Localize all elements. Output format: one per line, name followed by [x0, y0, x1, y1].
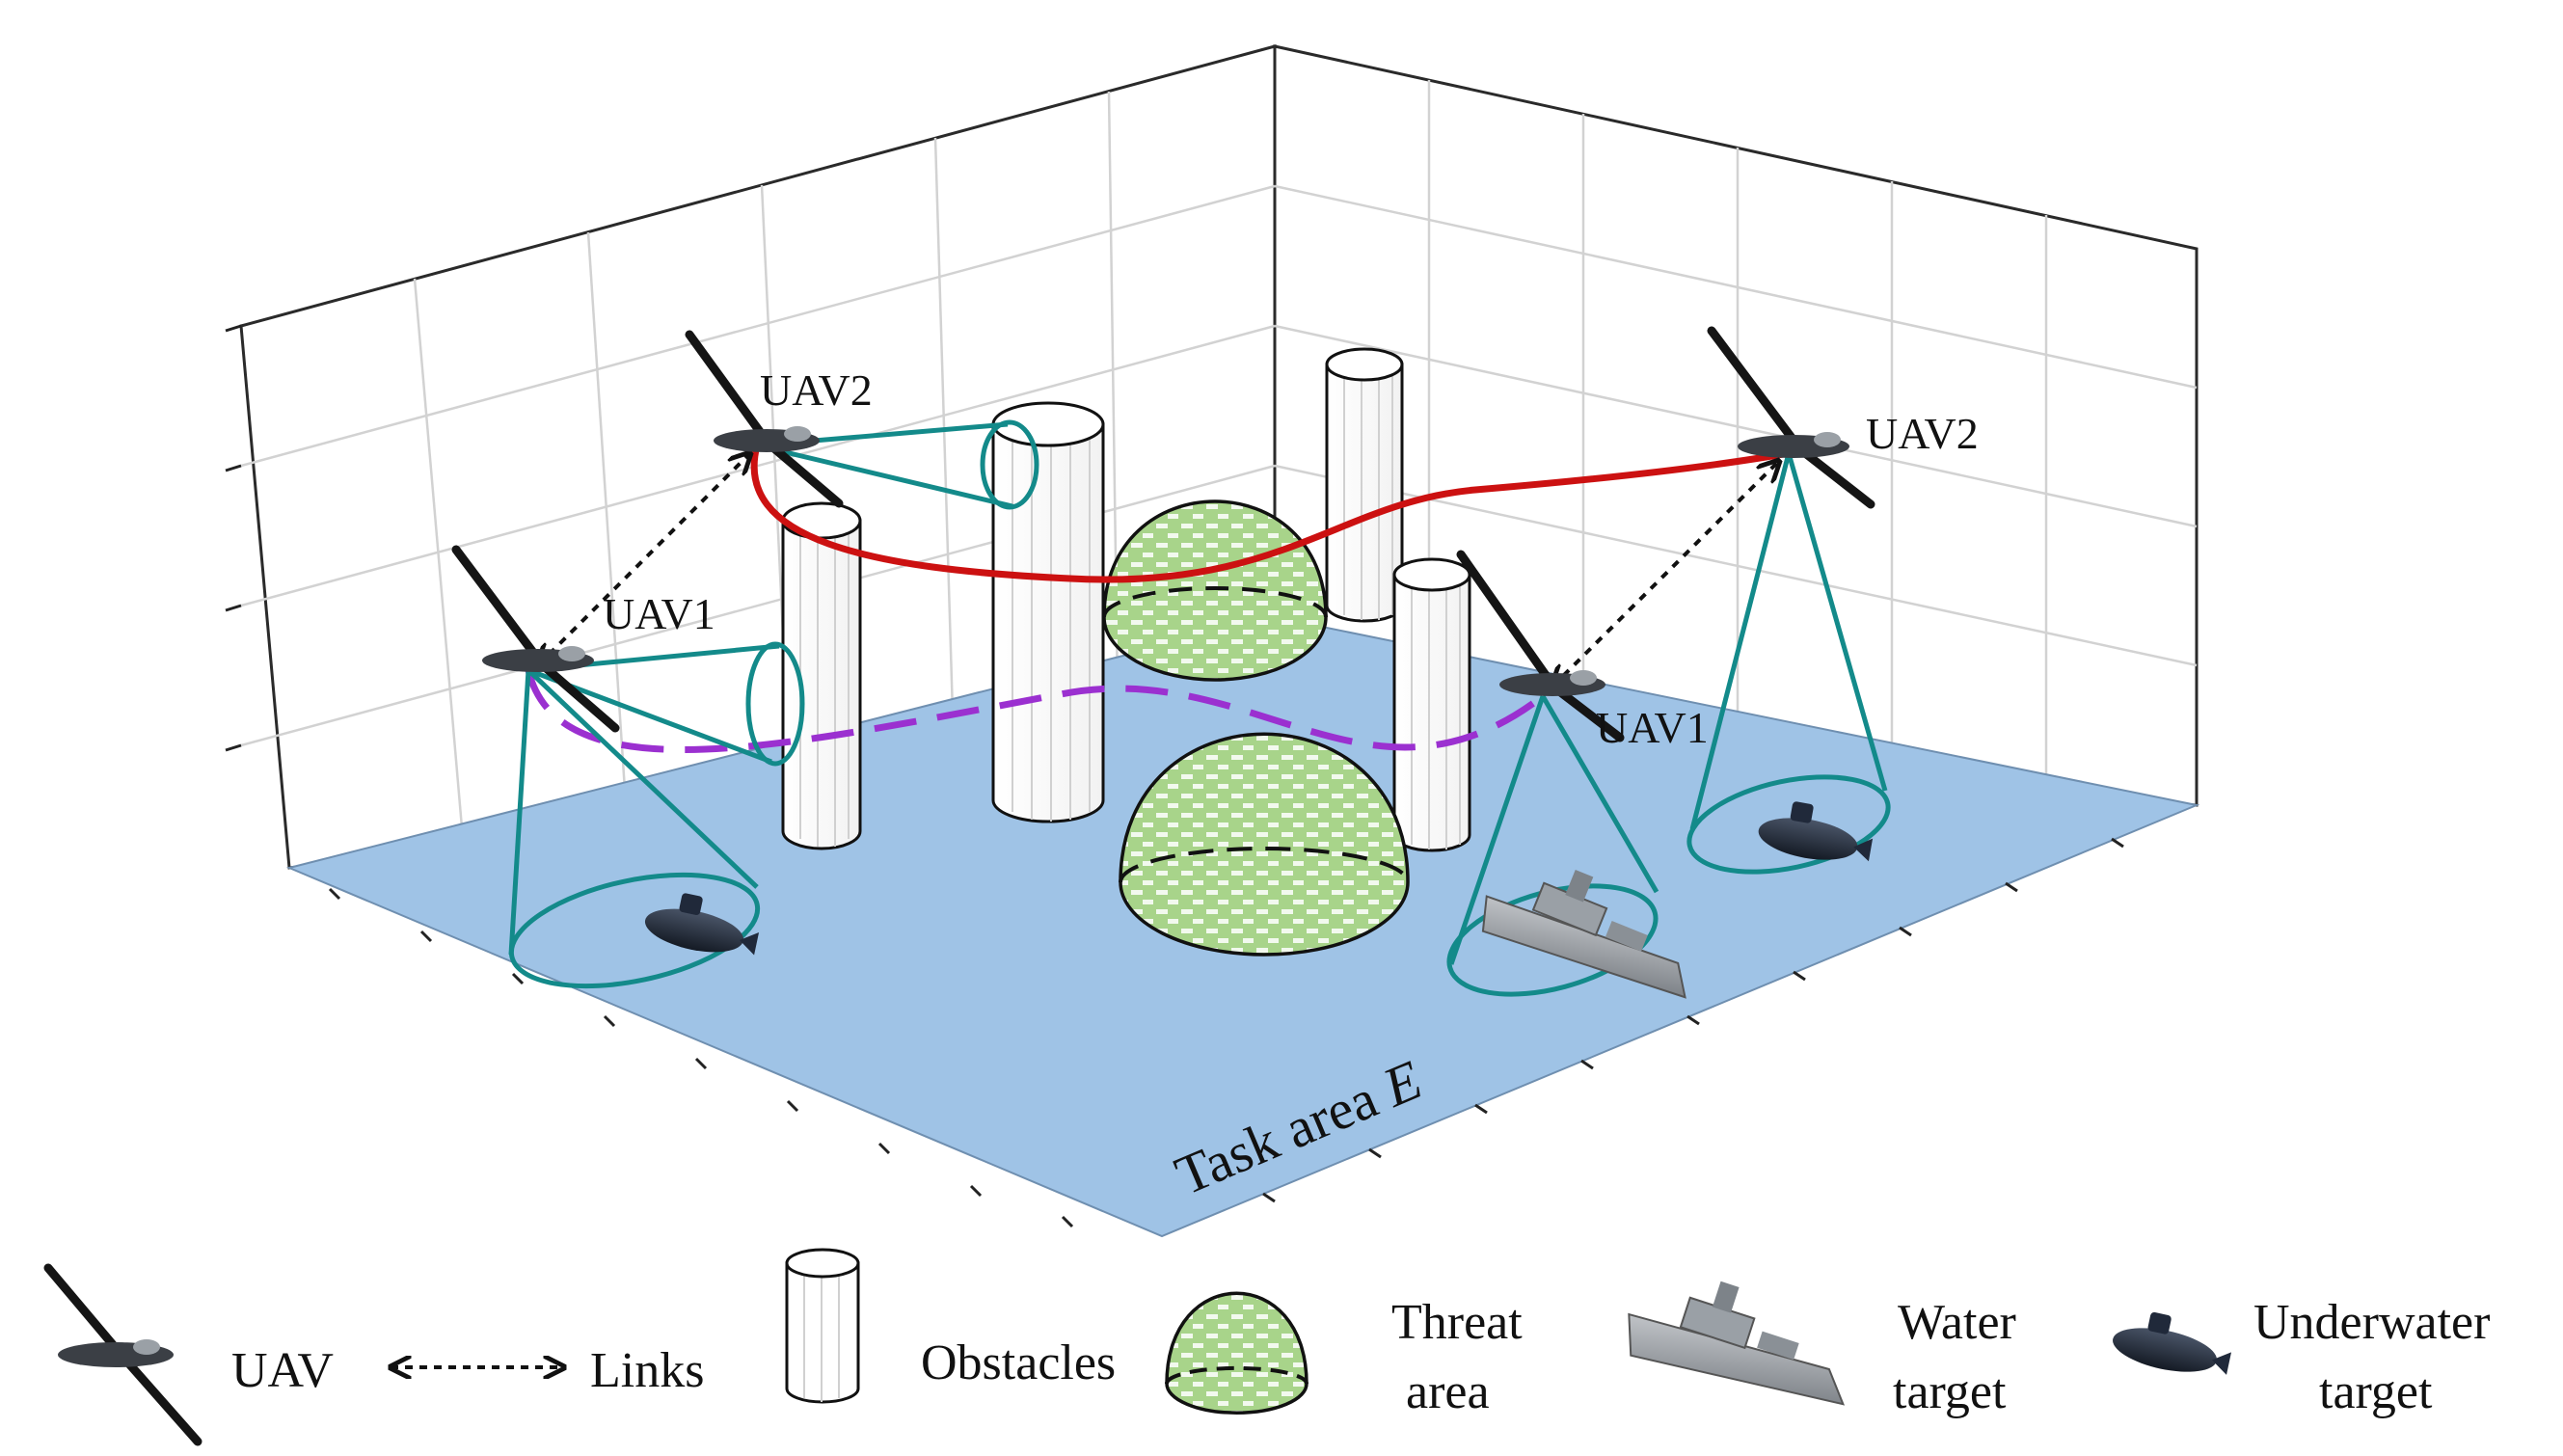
link-left: [538, 453, 750, 665]
legend-underwater-label-line2: target: [2319, 1364, 2433, 1419]
obstacle-cylinder-2: [991, 401, 1105, 823]
uav1-left-label: UAV1: [603, 589, 715, 638]
uav2-left-label: UAV2: [760, 365, 873, 415]
uav1-right: [1456, 550, 1625, 742]
underwater-target-left: [644, 893, 760, 956]
legend-links-label: Links: [590, 1343, 704, 1398]
obstacle-cylinder-4: [1392, 557, 1471, 852]
sensor-cone-uav1-down-left: [508, 668, 761, 989]
legend-uav-label: UAV: [231, 1343, 334, 1398]
obstacle-cylinder-3: [1325, 347, 1404, 623]
uav2-right-label: UAV2: [1866, 409, 1979, 458]
legend-threat-label-line2: area: [1406, 1364, 1490, 1419]
underwater-target-right: [1758, 801, 1874, 862]
floor-ticks-right: [1262, 837, 2124, 1203]
legend-obstacle-icon: [785, 1248, 860, 1404]
threat-dome-lower: [1119, 732, 1410, 957]
uav2-left: [685, 330, 844, 508]
legend-threat-icon: [1165, 1291, 1308, 1415]
threat-dome-upper: [1102, 499, 1328, 682]
sensor-cone-uav2-down-right: [1686, 452, 1891, 875]
floor-ticks-left: [328, 887, 1074, 1228]
legend-obstacles-label: Obstacles: [921, 1335, 1116, 1390]
z-axis-ticks: [225, 324, 242, 752]
legend-uav-icon: [43, 1263, 202, 1446]
legend: UAV Links Obstacles Threat area Water ta…: [43, 1248, 2490, 1446]
water-target-ship: [1481, 869, 1686, 999]
uav1-right-label: UAV1: [1596, 703, 1709, 752]
obstacle-cylinder-1: [781, 501, 862, 850]
legend-underwater-label-line1: Underwater: [2253, 1295, 2490, 1350]
legend-threat-label-line1: Threat: [1391, 1295, 1523, 1350]
legend-water-label-line1: Water: [1898, 1295, 2016, 1350]
uav2-right: [1707, 326, 1875, 509]
link-right: [1552, 461, 1779, 687]
legend-submarine-icon: [2113, 1311, 2232, 1375]
uav1-flight-path: [525, 669, 1546, 753]
uav1-left: [451, 545, 620, 733]
legend-ship-icon: [1628, 1281, 1846, 1406]
legend-water-label-line2: target: [1893, 1364, 2007, 1419]
